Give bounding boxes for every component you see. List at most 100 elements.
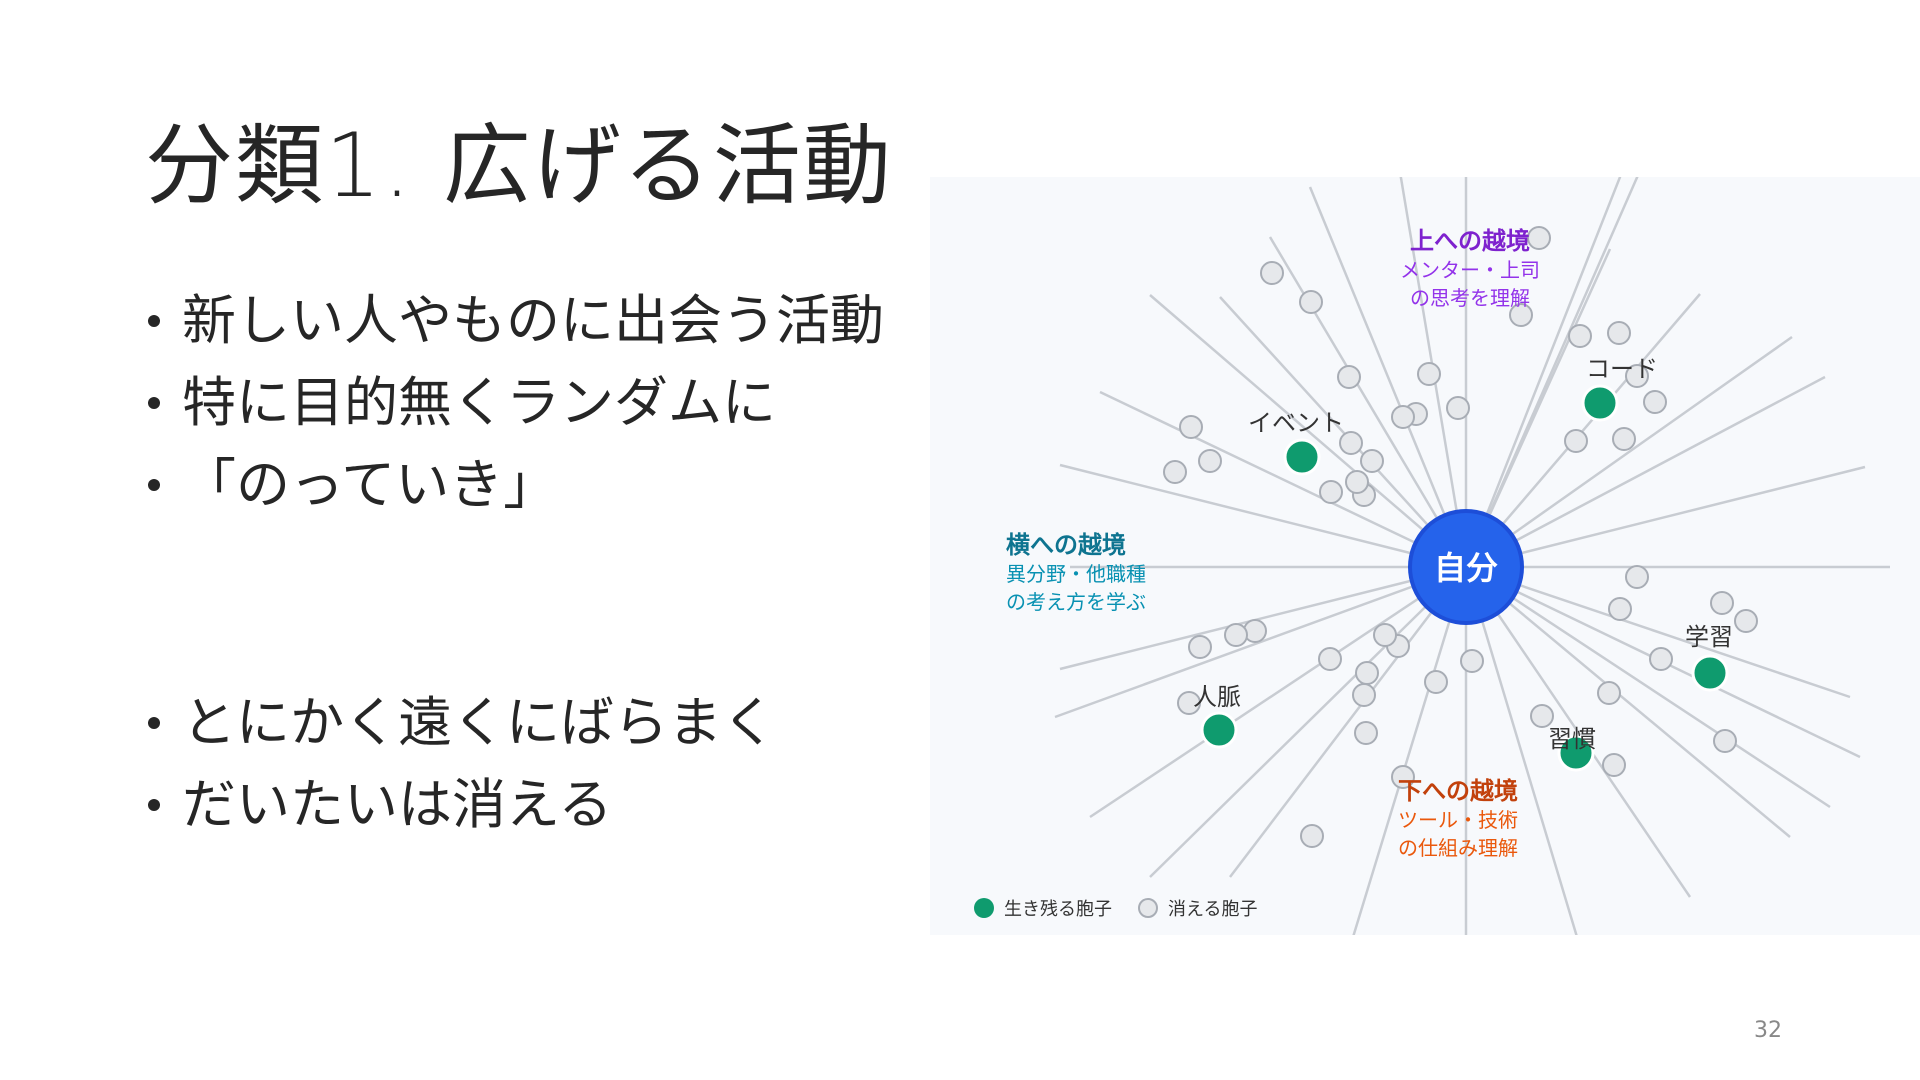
ray-line <box>1465 375 1826 569</box>
page-number: 32 <box>1754 1018 1782 1043</box>
ray-line <box>1465 565 1831 809</box>
up-category-line1: メンター・上司 <box>1400 258 1540 282</box>
ray-line <box>1149 294 1467 568</box>
ray-line <box>1054 565 1467 719</box>
fading-spore <box>1188 635 1212 659</box>
fading-spore <box>1612 427 1636 451</box>
bullet-list-bottom: とにかく遠くにばらまく だいたいは消える <box>148 682 776 846</box>
fading-spore <box>1607 321 1631 345</box>
fading-spore <box>1530 704 1554 728</box>
fading-spore <box>1710 591 1734 615</box>
fading-spore <box>1734 609 1758 633</box>
ray-line <box>1465 565 1851 699</box>
fading-spores <box>1163 226 1758 848</box>
ray-lines <box>1054 177 1890 935</box>
fading-spore <box>1391 765 1415 789</box>
legend: 生き残る胞子 消える胞子 <box>974 895 1257 921</box>
down-category-line2: の仕組み理解 <box>1398 836 1518 860</box>
node-label-learning: 学習 <box>1685 623 1733 651</box>
surviving-spores <box>1200 384 1729 772</box>
ray-line <box>1149 566 1467 878</box>
center-label: 自分 <box>1434 549 1498 587</box>
spore-diagram-svg: 自分 <box>1054 177 1890 935</box>
fading-spore <box>1198 449 1222 473</box>
fading-spore <box>1299 290 1323 314</box>
survive-legend-icon <box>974 898 994 918</box>
ray-line <box>1352 566 1468 935</box>
ray-line <box>1219 296 1467 568</box>
survive-legend-label: 生き残る胞子 <box>1004 899 1112 920</box>
surviving-spore-learning <box>1691 654 1729 692</box>
ray-line <box>1464 566 1578 935</box>
up-category: 上への越境 メンター・上司 の思考を理解 <box>1400 221 1540 312</box>
ray-line <box>1229 566 1467 878</box>
fading-spore <box>1509 303 1533 327</box>
fading-spore <box>1568 324 1592 348</box>
ray-line <box>1059 463 1467 569</box>
surviving-spore-habit <box>1557 734 1595 772</box>
fading-spore <box>1177 691 1201 715</box>
up-category-line2: の思考を理解 <box>1410 286 1530 310</box>
fading-spore <box>1643 390 1667 414</box>
fading-spore <box>1608 597 1632 621</box>
surviving-spore-code <box>1581 384 1619 422</box>
bullet-dot-icon <box>148 479 160 491</box>
fading-spore <box>1597 681 1621 705</box>
node-label-code: コード <box>1586 355 1658 383</box>
down-category-title: 下への越境 <box>1398 777 1518 805</box>
spore-diagram: 自分 上への越境 メンター・上司 の思考を理解 横への越境 異分野・他職種 の考… <box>930 177 1920 935</box>
fading-spore <box>1179 415 1203 439</box>
fading-spore <box>1339 431 1363 455</box>
ray-line <box>1464 177 1622 568</box>
side-category-line1: 異分野・他職種 <box>1006 562 1146 586</box>
ray-line <box>1465 335 1793 569</box>
fading-spore <box>1352 683 1376 707</box>
down-category: 下への越境 ツール・技術 の仕組み理解 <box>1398 771 1518 862</box>
fading-spore <box>1337 365 1361 389</box>
fading-spore <box>1319 480 1343 504</box>
fade-legend-label: 消える胞子 <box>1168 899 1258 920</box>
fading-spore <box>1163 460 1187 484</box>
fading-spore <box>1355 661 1379 685</box>
bullet-dot-icon <box>148 315 160 327</box>
fading-spore <box>1446 396 1470 420</box>
ray-line <box>1464 566 1692 898</box>
bullet-item: 「のっていき」 <box>148 444 884 526</box>
node-label-event: イベント <box>1248 409 1344 437</box>
bullet-dot-icon <box>148 799 160 811</box>
ray-line <box>1465 293 1701 568</box>
fading-spore <box>1417 362 1441 386</box>
slide-title: 分類1. 広げる活動 <box>145 114 893 217</box>
surviving-spore-event <box>1283 438 1321 476</box>
ray-line <box>1465 465 1866 569</box>
fading-spore <box>1424 670 1448 694</box>
center-node <box>1408 509 1524 625</box>
fading-spore <box>1345 470 1369 494</box>
fading-spore <box>1460 649 1484 673</box>
fading-spore <box>1602 753 1626 777</box>
up-category-title: 上への越境 <box>1410 227 1530 255</box>
bullet-dot-icon <box>148 397 160 409</box>
ray-line <box>1268 236 1468 568</box>
fading-spore <box>1300 824 1324 848</box>
bullet-list-top: 新しい人やものに出会う活動 特に目的無くランダムに 「のっていき」 <box>148 280 884 526</box>
fading-spore <box>1625 364 1649 388</box>
surviving-spore-network <box>1200 711 1238 749</box>
ray-line <box>1089 565 1467 819</box>
down-category-line1: ツール・技術 <box>1398 808 1518 832</box>
fading-spore <box>1373 623 1397 647</box>
fading-spore <box>1564 429 1588 453</box>
fading-spore <box>1260 261 1284 285</box>
ray-line <box>1099 390 1467 569</box>
node-label-network: 人脈 <box>1193 683 1241 711</box>
side-category: 横への越境 異分野・他職種 の考え方を学ぶ <box>1006 525 1146 616</box>
bullet-item: 新しい人やものに出会う活動 <box>148 280 884 362</box>
bullet-item: 特に目的無くランダムに <box>148 362 884 444</box>
bullet-item: だいたいは消える <box>148 764 776 846</box>
fading-spore <box>1354 721 1378 745</box>
side-category-title: 横への越境 <box>1006 531 1126 559</box>
ray-line <box>1464 177 1639 568</box>
fading-spore <box>1224 623 1248 647</box>
fading-spore <box>1391 405 1415 429</box>
fading-spore <box>1527 226 1551 250</box>
